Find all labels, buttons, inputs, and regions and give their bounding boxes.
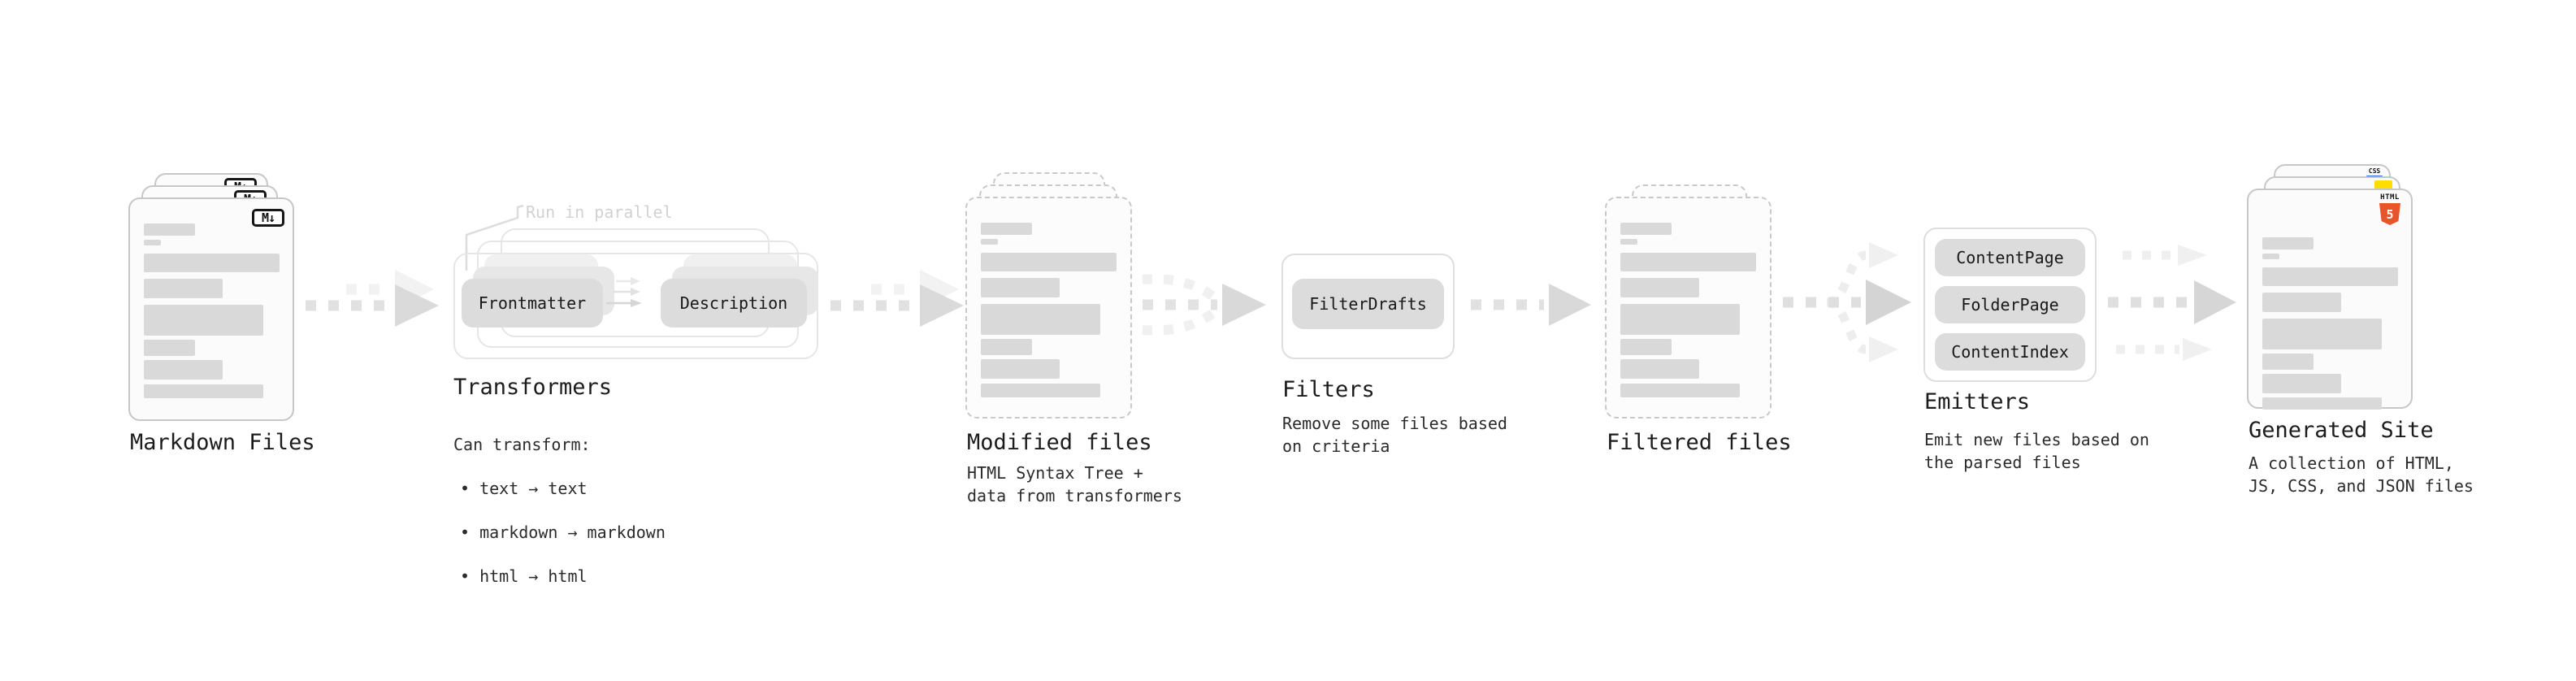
transformer-description-button[interactable]: Description xyxy=(661,279,807,327)
flow-arrow xyxy=(830,270,964,327)
transformer-frontmatter-button[interactable]: Frontmatter xyxy=(462,279,603,327)
flow-arrow-diverge xyxy=(1783,242,1911,362)
html5-icon: HTML 5 xyxy=(2379,194,2400,225)
text-bar xyxy=(1620,223,1672,235)
markdown-icon: M↓ xyxy=(252,209,284,227)
flow-arrow-parallel xyxy=(2108,245,2236,361)
text-bar xyxy=(144,384,263,398)
node-description: A collection of HTML, JS, CSS, and JSON … xyxy=(2249,453,2474,496)
text-bar xyxy=(2262,237,2314,249)
parallel-mini-arrows xyxy=(606,277,642,307)
main-arrow xyxy=(306,284,439,327)
text-bars xyxy=(1620,223,1756,397)
text-bar xyxy=(1620,239,1637,245)
node-label: Modified files xyxy=(967,430,1152,455)
html5-icon-label: HTML xyxy=(2380,193,2400,202)
node-label: Transformers xyxy=(453,375,613,400)
text-bar xyxy=(2262,374,2341,393)
text-bar xyxy=(2262,397,2382,410)
node-label: Markdown Files xyxy=(130,430,315,455)
text-bar xyxy=(1620,359,1699,379)
text-bar xyxy=(981,239,998,245)
emitter-contentindex-button[interactable]: ContentIndex xyxy=(1935,333,2085,371)
flow-arrow-converge xyxy=(1142,274,1266,336)
text-bar xyxy=(981,278,1060,297)
text-bar xyxy=(1620,304,1740,335)
html5-shield: 5 xyxy=(2379,203,2400,225)
desc-title: Can transform: xyxy=(453,435,591,454)
main-arrow xyxy=(830,284,964,327)
text-bars xyxy=(144,223,280,398)
text-bar xyxy=(981,223,1032,235)
node-description: Emit new files based on the parsed files xyxy=(1924,430,2149,472)
filter-drafts-button[interactable]: FilterDrafts xyxy=(1292,279,1444,329)
node-description: Can transform: • text → text • markdown … xyxy=(453,412,666,609)
node-label: Emitters xyxy=(1924,389,2031,414)
text-bar xyxy=(2262,267,2398,286)
text-bar xyxy=(144,305,263,336)
node-label: Filtered files xyxy=(1607,430,1792,455)
file-card xyxy=(965,197,1132,419)
text-bar xyxy=(981,339,1032,355)
node-description: HTML Syntax Tree + data from transformer… xyxy=(967,463,1182,505)
text-bar xyxy=(1620,339,1672,355)
flow-arrow xyxy=(1471,284,1591,326)
text-bar xyxy=(981,253,1117,271)
text-bar xyxy=(981,359,1060,379)
desc-item: • markdown → markdown xyxy=(460,523,666,542)
parallel-note: Run in parallel xyxy=(526,202,673,222)
text-bar xyxy=(144,360,223,380)
desc-item: • html → html xyxy=(460,566,588,586)
flow-arrow xyxy=(306,270,439,327)
text-bar xyxy=(1620,384,1740,397)
text-bar xyxy=(1620,278,1699,297)
text-bar xyxy=(981,384,1100,397)
text-bar xyxy=(2262,254,2279,259)
text-bar xyxy=(144,240,161,245)
text-bars xyxy=(981,223,1117,397)
css3-icon-label: CSS xyxy=(2368,167,2381,175)
text-bar xyxy=(2262,293,2341,312)
text-bar xyxy=(2262,354,2314,370)
file-card: HTML 5 xyxy=(2247,189,2413,410)
text-bar xyxy=(1620,253,1756,271)
node-label: Generated Site xyxy=(2249,418,2434,443)
text-bar xyxy=(144,340,195,356)
text-bar xyxy=(144,279,223,298)
javascript-icon xyxy=(2374,180,2392,191)
text-bars xyxy=(2262,237,2398,410)
text-bar xyxy=(144,223,195,236)
emitter-folderpage-button[interactable]: FolderPage xyxy=(1935,286,2085,323)
file-card xyxy=(1605,197,1772,419)
desc-item: • text → text xyxy=(460,479,588,498)
node-label: Filters xyxy=(1282,377,1375,402)
emitter-contentpage-button[interactable]: ContentPage xyxy=(1935,239,2085,276)
note-callout-line xyxy=(465,204,524,271)
node-description: Remove some files based on criteria xyxy=(1282,414,1507,456)
text-bar xyxy=(144,254,280,272)
file-card: M↓ xyxy=(128,197,294,421)
text-bar xyxy=(981,304,1100,335)
text-bar xyxy=(2262,319,2382,349)
